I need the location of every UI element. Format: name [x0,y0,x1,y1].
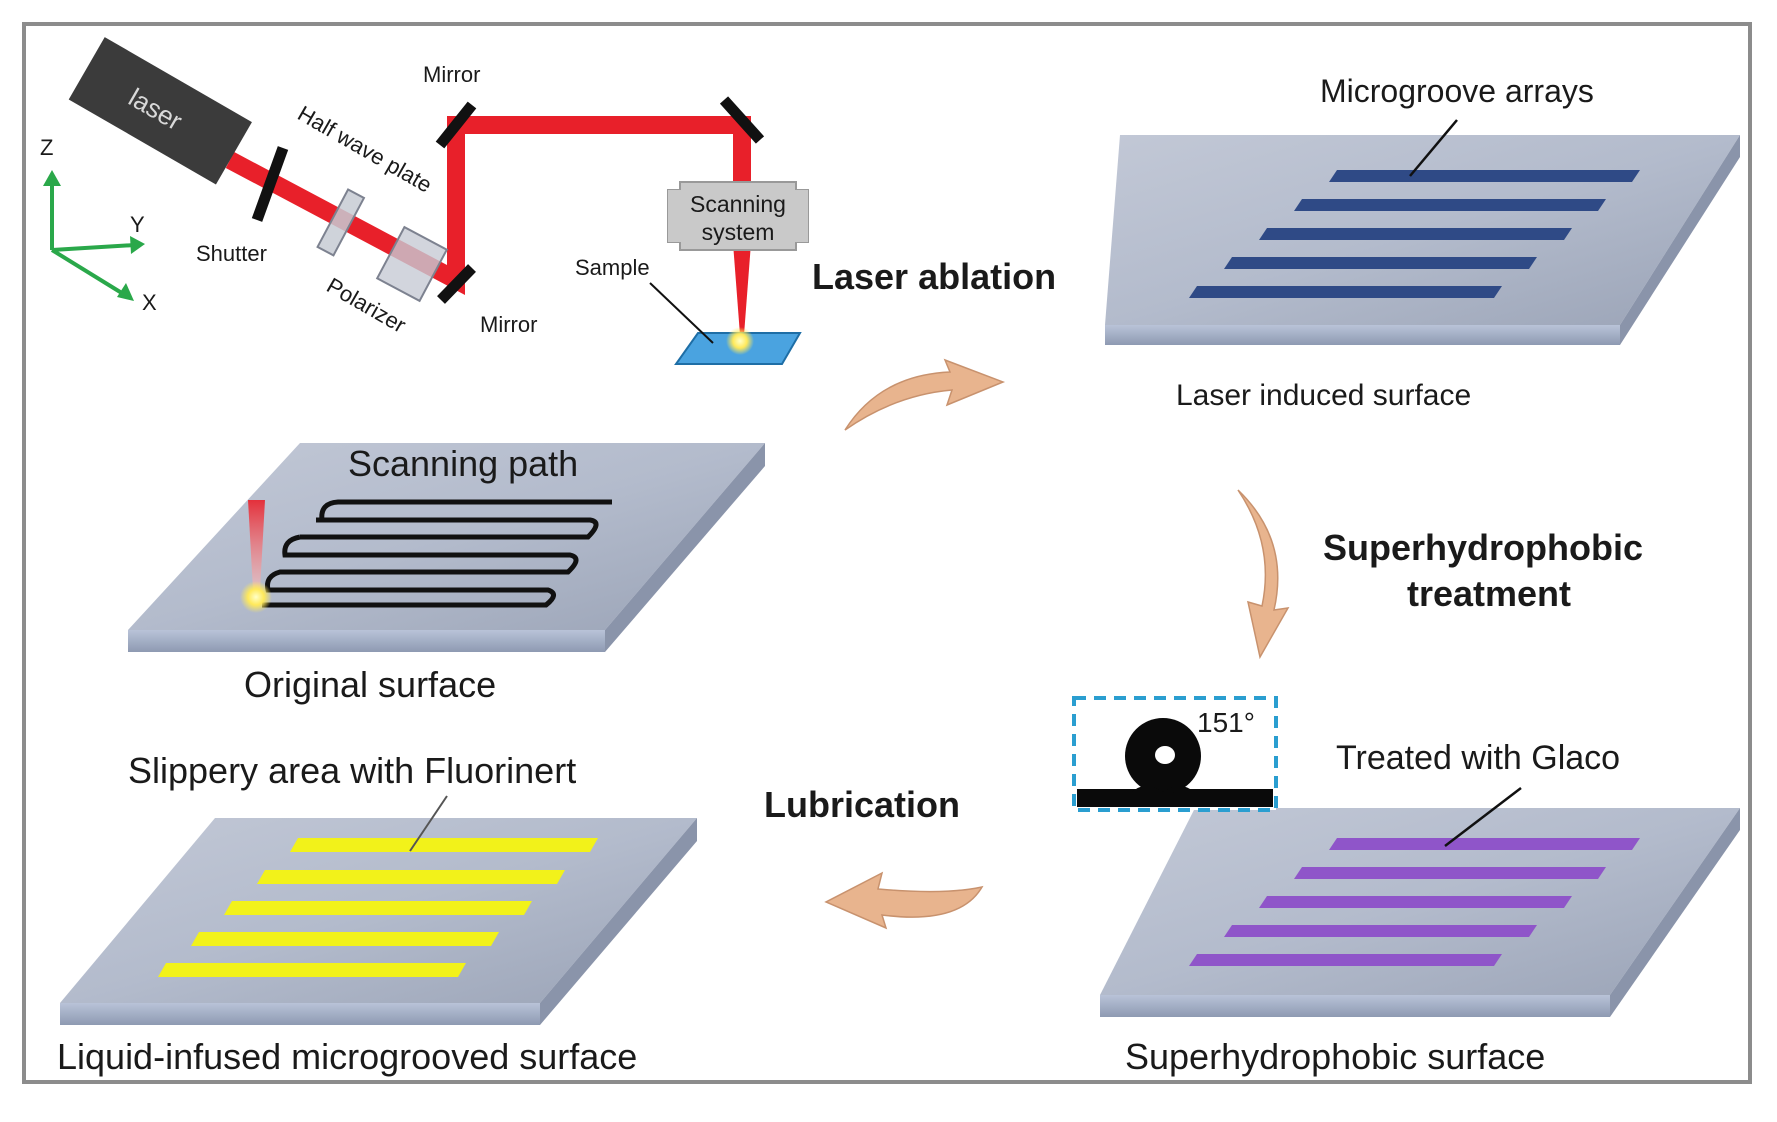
scan-spark [240,581,272,613]
svg-text:X: X [142,290,157,315]
svg-text:Half wave plate: Half wave plate [294,101,437,198]
arrow-laser-to-superhydrophobic [1237,489,1290,660]
svg-text:Slippery area with Fluorinert: Slippery area with Fluorinert [128,750,576,791]
polarizer [375,225,449,303]
microgroove-arrays [1189,170,1640,298]
svg-text:Original surface: Original surface [244,664,496,705]
laser-source: laser [68,37,252,185]
svg-text:Shutter: Shutter [196,241,267,266]
sample-spark [726,327,754,355]
svg-text:Mirror: Mirror [423,62,480,87]
fluorinert-grooves [158,838,598,977]
svg-text:Laser induced surface: Laser induced surface [1176,379,1471,412]
svg-text:Scanning path: Scanning path [348,443,578,484]
microgroove-pointer [1409,119,1458,177]
mirror-top-left [435,101,477,149]
step-laser-ablation: Laser ablation [812,256,1056,297]
svg-text:Scanning: Scanning [690,191,786,217]
glaco-grooves [1189,838,1640,966]
sample-pointer [649,282,714,344]
mirror-top-right [719,96,765,144]
half-wave-plate [316,188,366,257]
step-superhydrophobic-line1: Superhydrophobic [1323,527,1643,568]
svg-text:Microgroove arrays: Microgroove arrays [1320,73,1594,109]
scanning-path [262,499,612,608]
laser-induced-surface: Microgroove arrays Laser induced surface [1105,73,1740,412]
step-superhydrophobic-line2: treatment [1407,573,1571,614]
superhydrophobic-surface: Treated with Glaco Superhydrophobic surf… [1100,739,1740,1077]
fluorinert-pointer [409,795,448,852]
focused-beam [733,243,751,335]
svg-text:151°: 151° [1197,707,1255,738]
glaco-pointer [1444,787,1522,847]
shutter [251,146,289,222]
step-lubrication: Lubrication [764,784,960,825]
arrow-superhydrophobic-to-liquid [824,871,984,930]
original-surface: Scanning path Original surface [128,443,765,705]
laser-beam [225,116,751,295]
mirror-bottom [437,264,476,304]
svg-text:Z: Z [40,135,53,160]
optical-setup: laser Scanning system Mirror Mirror Shut… [40,37,809,365]
scanning-system: Scanning system [667,181,809,251]
svg-text:Superhydrophobic surface: Superhydrophobic surface [1125,1036,1545,1077]
arrow-original-to-laser [844,358,1006,431]
svg-text:Mirror: Mirror [480,312,537,337]
scan-laser-cone [248,500,265,590]
coordinate-axes [43,170,145,301]
contact-angle-inset: 151° [1072,696,1278,812]
svg-text:Treated with Glaco: Treated with Glaco [1336,739,1620,777]
svg-text:Sample: Sample [575,255,650,280]
liquid-infused-surface: Slippery area with Fluorinert Liquid-inf… [57,750,697,1077]
svg-text:Y: Y [130,212,145,237]
svg-text:Liquid-infused microgrooved su: Liquid-infused microgrooved surface [57,1036,637,1077]
svg-text:system: system [702,219,775,245]
